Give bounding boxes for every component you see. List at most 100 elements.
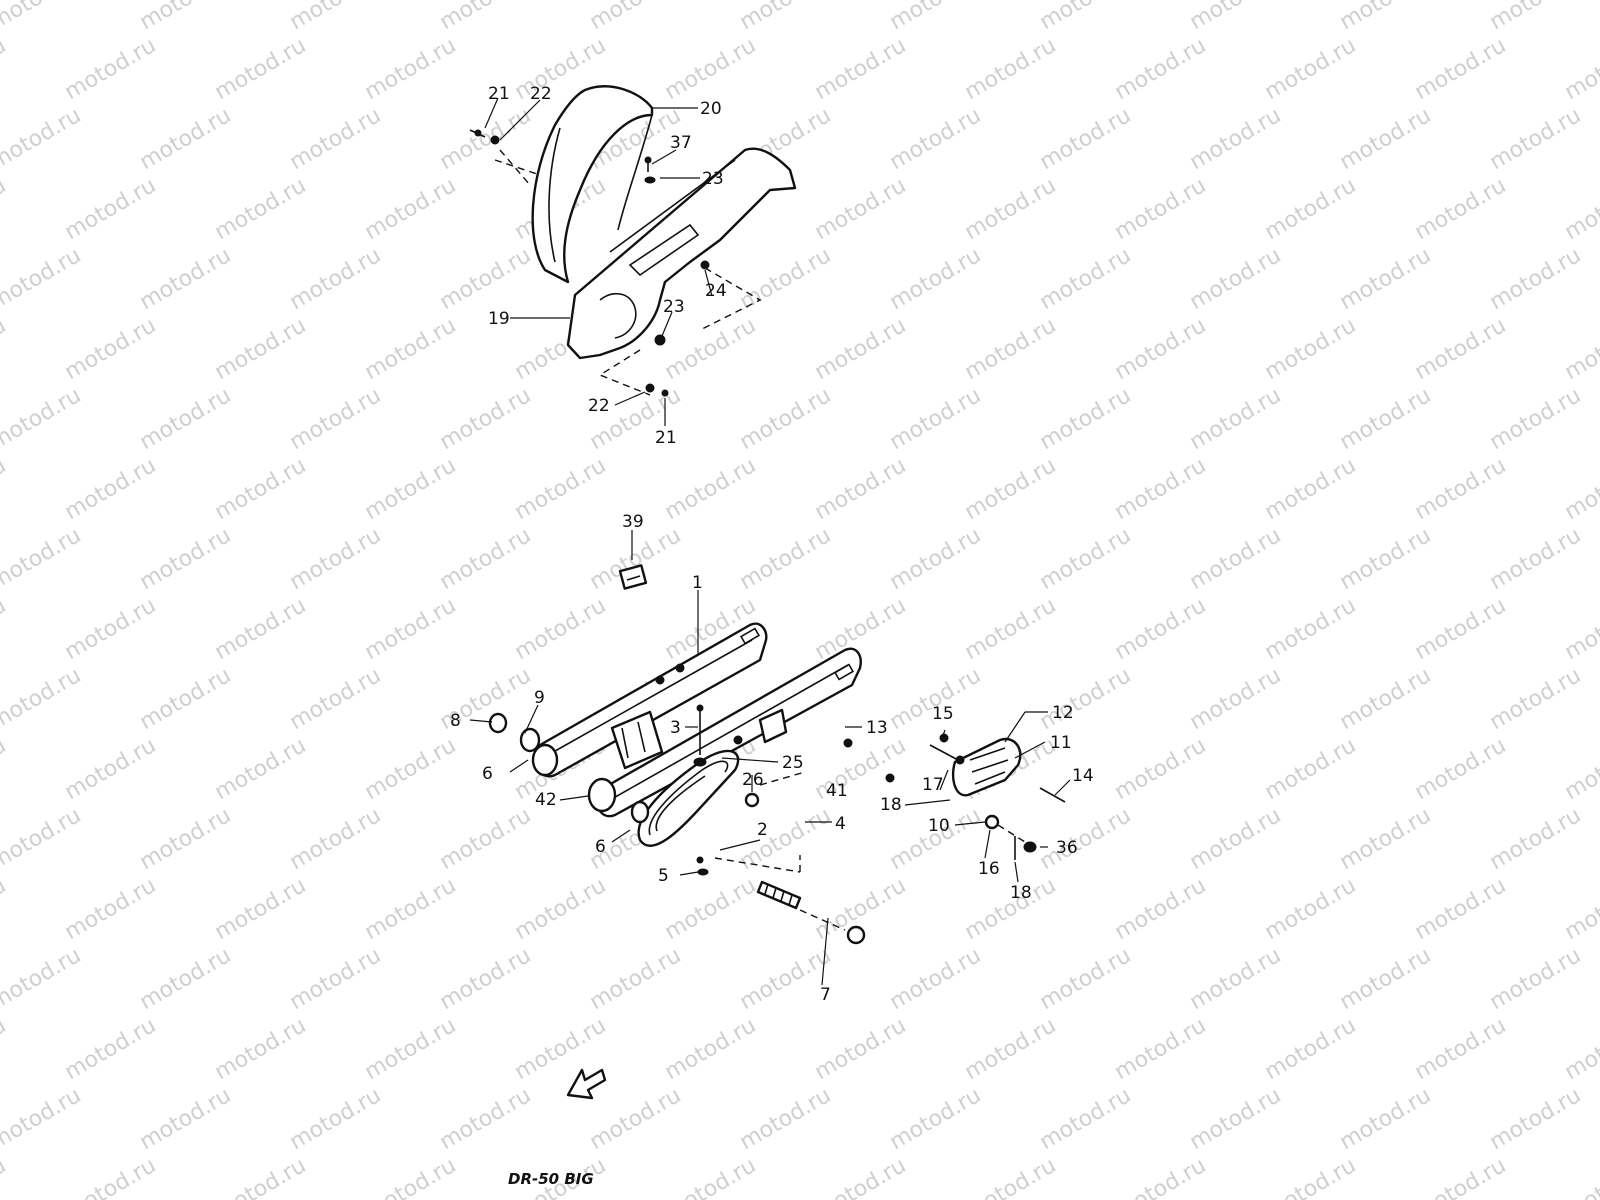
watermark-text: motod.ru: [661, 33, 761, 105]
watermark-text: motod.ru: [436, 103, 536, 175]
watermark-text: motod.ru: [1411, 1013, 1511, 1085]
watermark-text: motod.ru: [1036, 943, 1136, 1015]
watermark-text: motod.ru: [0, 523, 85, 595]
callout-26: 26: [742, 770, 764, 790]
rear-fender: [531, 85, 654, 284]
watermark-text: motod.ru: [1261, 313, 1361, 385]
callout-22: 22: [530, 84, 552, 104]
watermark-text: motod.ru: [0, 1083, 85, 1155]
watermark-text: motod.ru: [436, 383, 536, 455]
watermark-text: motod.ru: [736, 0, 836, 35]
watermark-text: motod.ru: [361, 33, 461, 105]
watermark-text: motod.ru: [1186, 1083, 1286, 1155]
watermark-text: motod.ru: [1186, 803, 1286, 875]
watermark-text: motod.ru: [136, 523, 236, 595]
callout-41: 41: [826, 781, 848, 801]
callout-22: 22: [588, 396, 610, 416]
watermark-text: motod.ru: [436, 943, 536, 1015]
callout-23: 23: [663, 297, 685, 317]
callout-15: 15: [932, 704, 954, 724]
watermark-text: motod.ru: [361, 873, 461, 945]
footpeg: [929, 733, 1066, 860]
watermark-text: motod.ru: [1111, 733, 1211, 805]
watermark-text: motod.ru: [1036, 663, 1136, 735]
watermark-text: motod.ru: [1336, 943, 1436, 1015]
watermark-text: motod.ru: [511, 593, 611, 665]
callout-12: 12: [1052, 703, 1074, 723]
watermark-text: motod.ru: [1561, 873, 1600, 945]
watermark-text: motod.ru: [361, 593, 461, 665]
top-hardware: [469, 129, 762, 397]
watermark-text: motod.ru: [586, 1083, 686, 1155]
watermark-text: motod.ru: [0, 243, 85, 315]
callout-36: 36: [1056, 838, 1078, 858]
watermark-text: motod.ru: [661, 1153, 761, 1200]
watermark-text: motod.ru: [1561, 1013, 1600, 1085]
watermark-text: motod.ru: [286, 383, 386, 455]
watermark-text: motod.ru: [661, 313, 761, 385]
callout-21: 21: [488, 84, 510, 104]
watermark-text: motod.ru: [1261, 1013, 1361, 1085]
watermark-text: motod.ru: [436, 243, 536, 315]
watermark-text: motod.ru: [886, 1083, 986, 1155]
watermark-text: motod.ru: [1336, 0, 1436, 35]
watermark-text: motod.ru: [136, 1083, 236, 1155]
watermark-text: motod.ru: [211, 733, 311, 805]
watermark-text: motod.ru: [1111, 453, 1211, 525]
watermark-text: motod.ru: [136, 803, 236, 875]
watermark-text: motod.ru: [1186, 103, 1286, 175]
callout-1: 1: [692, 573, 703, 593]
watermark-text: motod.ru: [0, 663, 85, 735]
watermark-text: motod.ru: [1336, 803, 1436, 875]
watermark-text: motod.ru: [886, 0, 986, 35]
watermark-text: motod.ru: [1186, 243, 1286, 315]
watermark-text: motod.ru: [1111, 33, 1211, 105]
watermark-text: motod.ru: [0, 803, 85, 875]
watermark-text: motod.ru: [0, 33, 10, 105]
watermark-text: motod.ru: [211, 1013, 311, 1085]
watermark-text: motod.ru: [1111, 873, 1211, 945]
watermark-text: motod.ru: [286, 943, 386, 1015]
watermark-text: motod.ru: [136, 103, 236, 175]
watermark-text: motod.ru: [961, 173, 1061, 245]
watermark-text: motod.ru: [1411, 733, 1511, 805]
watermark-text: motod.ru: [1111, 173, 1211, 245]
watermark-text: motod.ru: [1561, 313, 1600, 385]
watermark-text: motod.ru: [1036, 1083, 1136, 1155]
watermark-text: motod.ru: [886, 663, 986, 735]
watermark-text: motod.ru: [361, 1153, 461, 1200]
watermark-text: motod.ru: [1486, 523, 1586, 595]
bottom-leaders: [469, 530, 1071, 986]
watermark-text: motod.ru: [736, 1083, 836, 1155]
callout-16: 16: [978, 859, 1000, 879]
watermark-text: motod.ru: [61, 33, 161, 105]
watermark-text: motod.ru: [211, 593, 311, 665]
callout-4: 4: [835, 814, 846, 834]
watermark-text: motod.ru: [961, 1013, 1061, 1085]
watermark-text: motod.ru: [811, 33, 911, 105]
watermark-text: motod.ru: [1486, 243, 1586, 315]
watermark-text: motod.ru: [1261, 873, 1361, 945]
watermark-text: motod.ru: [1036, 0, 1136, 35]
watermark-text: motod.ru: [1036, 383, 1136, 455]
callout-7: 7: [820, 985, 831, 1005]
callout-6: 6: [595, 837, 606, 857]
callout-18: 18: [880, 795, 902, 815]
watermark-text: motod.ru: [136, 383, 236, 455]
watermark-text: motod.ru: [1561, 173, 1600, 245]
callout-20: 20: [700, 99, 722, 119]
watermark-text: motod.ru: [1411, 453, 1511, 525]
callout-5: 5: [658, 866, 669, 886]
watermark-text: motod.ru: [1036, 523, 1136, 595]
watermark-text: motod.ru: [811, 1013, 911, 1085]
watermark-text: motod.ru: [1411, 873, 1511, 945]
callout-8: 8: [450, 711, 461, 731]
watermark-text: motod.ru: [811, 173, 911, 245]
watermark-text: motod.ru: [0, 0, 85, 35]
callout-2: 2: [757, 820, 768, 840]
callout-25: 25: [782, 753, 804, 773]
watermark-text: motod.ru: [1336, 663, 1436, 735]
watermark-text: motod.ru: [1411, 173, 1511, 245]
